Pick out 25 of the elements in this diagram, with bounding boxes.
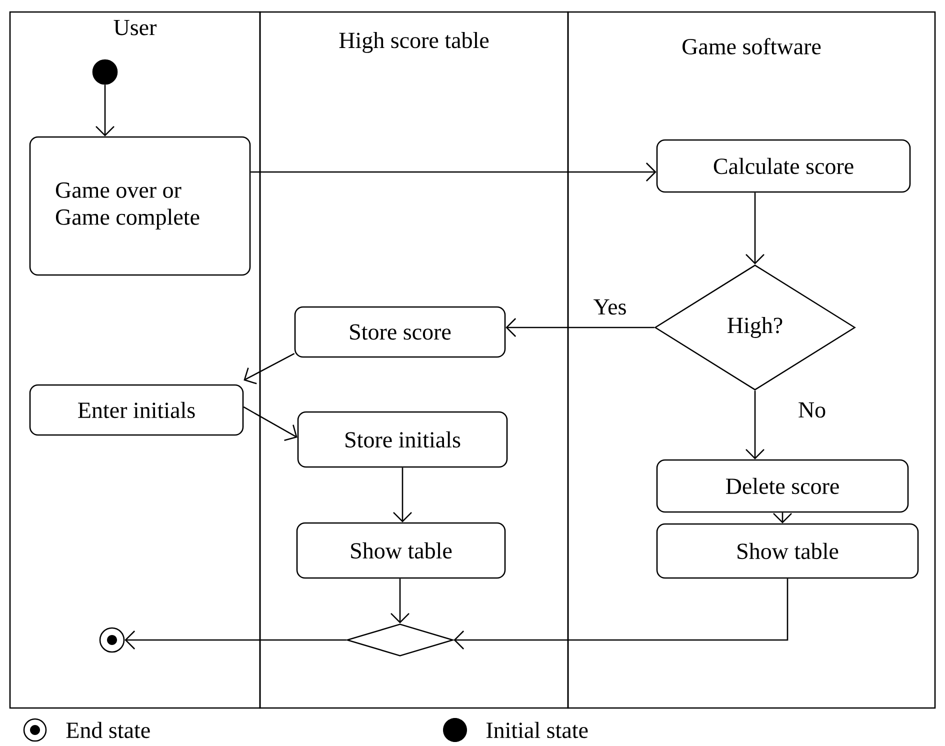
activity-box: Game over or Game complete (29, 136, 251, 276)
arrow (746, 390, 764, 460)
edge-label: Yes (592, 298, 628, 316)
arrow (390, 578, 410, 624)
arrow (393, 468, 412, 522)
activity-box: Calculate score (656, 139, 911, 193)
end-state (99, 627, 125, 653)
arrow (244, 352, 295, 384)
arrow (454, 578, 788, 650)
activity-box: Show table (656, 523, 919, 579)
legend-label: End state (66, 722, 150, 738)
arrow (124, 630, 346, 650)
activity-box: Store initials (297, 411, 508, 468)
initial-state (92, 59, 118, 85)
activity-box: Delete score (656, 459, 909, 513)
arrow (96, 84, 114, 136)
legend-label: Initial state (486, 722, 588, 738)
arrow (243, 406, 298, 442)
edge-label: No (796, 401, 828, 419)
activity-box: Enter initials (29, 384, 244, 436)
arrow (506, 318, 654, 337)
arrow (746, 192, 764, 264)
activity-box: Show table (296, 522, 506, 579)
arrow (250, 162, 656, 182)
activity-box: Store score (294, 306, 506, 358)
